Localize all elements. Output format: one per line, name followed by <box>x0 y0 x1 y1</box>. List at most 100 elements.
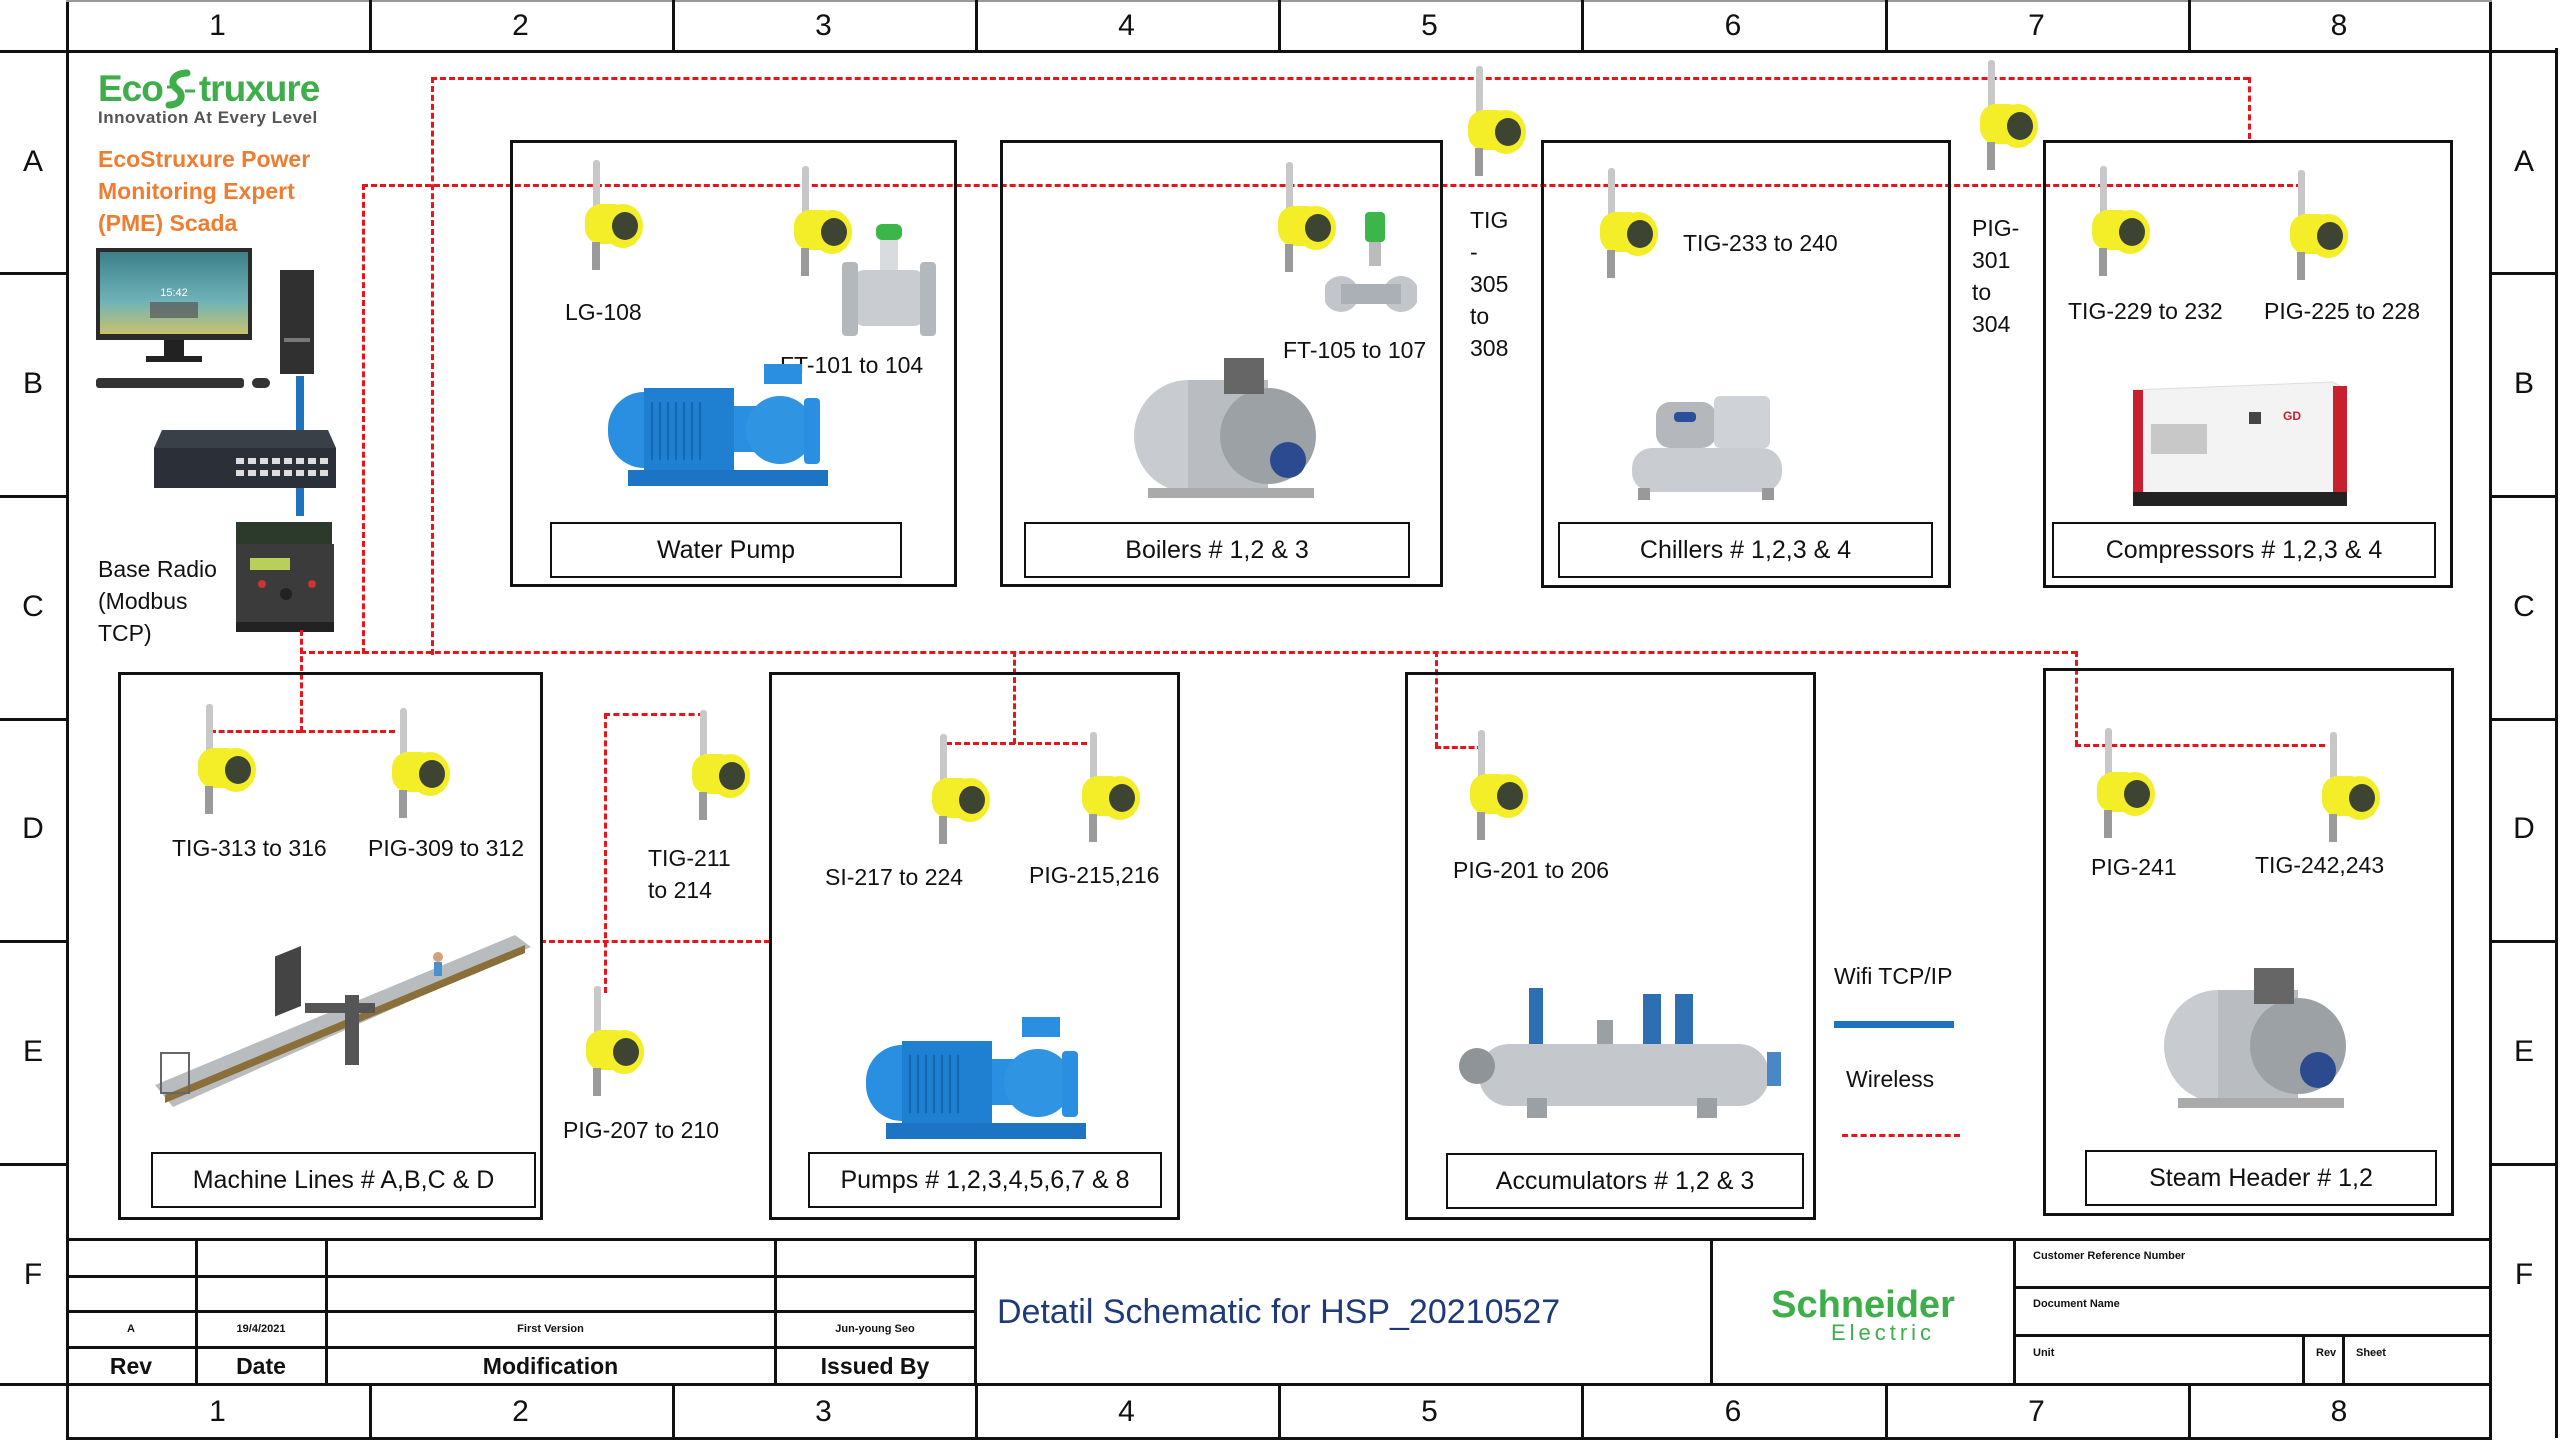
revision-issued-by: Jun-young Seo <box>835 1323 915 1335</box>
column-divider <box>672 1386 675 1438</box>
legend-wifi-line <box>1834 1021 1954 1028</box>
equipment-box-accumulators <box>1405 672 1816 1220</box>
frame-bottom-outer <box>66 1437 2492 1440</box>
legend-wireless-line <box>1842 1134 1960 1137</box>
wireless-transmitter-icon <box>586 986 644 1096</box>
equipment-box-boilers <box>1000 140 1443 587</box>
magnetic-flowmeter-icon <box>842 224 936 336</box>
scada-title-line-3: (PME) Scada <box>98 210 238 236</box>
column-label: 7 <box>2028 9 2045 42</box>
row-divider <box>0 495 66 498</box>
tig-305-line: TIG <box>1470 207 1509 233</box>
sensor-tag-tig-233: TIG-233 to 240 <box>1683 230 1838 256</box>
row-label: E <box>22 1034 43 1068</box>
header-date: Date <box>236 1352 286 1379</box>
wireless-line-tig211 <box>604 713 607 993</box>
field-rev: Rev <box>2316 1347 2337 1359</box>
frame-right-border <box>2489 0 2492 1440</box>
header-issued-by: Issued By <box>820 1352 930 1379</box>
row-label: E <box>2513 1034 2534 1068</box>
sensor-tag-tig-211: TIG-211 to 214 <box>648 842 731 906</box>
equipment-label-compressors: Compressors # 1,2,3 & 4 <box>2052 522 2436 578</box>
scada-title: EcoStruxure Power Monitoring Expert (PME… <box>98 143 310 239</box>
vortex-flowmeter-icon <box>1325 212 1417 312</box>
column-divider <box>369 1386 372 1438</box>
sensor-tag-pig-207: PIG-207 to 210 <box>563 1117 719 1143</box>
row-divider <box>2492 940 2556 943</box>
column-label: 4 <box>1118 9 1135 42</box>
column-label: 6 <box>1724 9 1742 42</box>
sensor-tag-tig-313: TIG-313 to 316 <box>172 835 327 861</box>
pig-301-line: 304 <box>1972 311 2011 337</box>
equipment-box-machine-lines <box>118 672 543 1220</box>
wireless-transmitter-icon <box>1468 66 1526 176</box>
column-label: 4 <box>1118 1395 1135 1428</box>
scada-title-line-2: Monitoring Expert <box>98 178 295 204</box>
sensor-tag-lg-108: LG-108 <box>565 299 642 325</box>
ethernet-link-pc-switch <box>296 376 304 431</box>
rev-row-line <box>66 1346 976 1349</box>
logo-schneider-text: Schneider <box>1771 1284 1955 1326</box>
header-rev: Rev <box>109 1352 153 1379</box>
wireless-transmitter-icon <box>2097 728 2155 838</box>
pump-icon <box>866 1017 1086 1139</box>
machine-line-icon <box>155 935 531 1107</box>
sensor-tag-ft-101: FT-101 to 104 <box>780 352 924 378</box>
row-label: F <box>2514 1257 2534 1291</box>
wireless-transmitter-icon <box>198 704 256 814</box>
column-divider <box>975 0 978 52</box>
column-label: 3 <box>815 1395 832 1428</box>
sensor-tag-tig-305: TIG - 305 to 308 <box>1470 204 1510 364</box>
sensor-tag-tig-242: TIG-242,243 <box>2255 852 2385 878</box>
air-compressor-icon: GD <box>2133 381 2347 506</box>
logo-truxure-text: truxure <box>198 68 320 109</box>
wireless-transmitter-icon <box>585 160 643 270</box>
row-label: B <box>2513 366 2534 400</box>
wireless-line-middle <box>300 651 2077 654</box>
field-customer-ref: Customer Reference Number <box>2033 1250 2186 1262</box>
wireless-transmitter-icon <box>692 710 750 820</box>
wireless-line-pig201 <box>1435 746 1483 749</box>
wireless-transmitter-icon <box>1980 60 2038 170</box>
column-label: 5 <box>1421 9 1438 42</box>
ecostruxure-logo: Eco truxure Innovation At Every Level <box>98 68 320 128</box>
row-divider <box>0 940 66 943</box>
row-divider <box>2492 272 2556 275</box>
column-label: 8 <box>2330 9 2348 42</box>
sensor-tag-pig-241: PIG-241 <box>2091 854 2177 880</box>
row-label: D <box>2513 812 2535 845</box>
sensor-tag-pig-215: PIG-215,216 <box>1029 862 1160 888</box>
frame-bottom-inner <box>0 1383 2492 1386</box>
wireless-line-pig309 <box>300 730 395 733</box>
field-row-line <box>2013 1286 2492 1289</box>
column-label: 7 <box>2028 1395 2045 1428</box>
wireless-line-radio-drop <box>300 630 303 732</box>
wireless-line-to-compressors <box>2248 77 2251 139</box>
wireless-line-left-outer <box>431 77 434 655</box>
frame-left-border <box>66 0 69 1440</box>
field-row-line <box>2013 1334 2492 1337</box>
rev-col-line <box>325 1238 328 1385</box>
sensor-tag-pig-225: PIG-225 to 228 <box>2264 298 2420 324</box>
column-label: 2 <box>512 1395 529 1428</box>
column-divider <box>369 0 372 52</box>
schneider-electric-logo: Schneider Electric <box>1713 1284 2013 1344</box>
field-col-line <box>2302 1334 2305 1384</box>
tig-305-line: 305 <box>1470 271 1509 297</box>
wireless-transmitter-icon <box>2322 732 2380 842</box>
column-label: 6 <box>1724 1395 1742 1428</box>
column-divider <box>1885 0 1888 52</box>
svg-text:GD: GD <box>2283 409 2301 423</box>
steam-header-boiler-icon <box>2164 968 2346 1108</box>
row-label: C <box>2513 589 2535 623</box>
column-divider <box>1885 1386 1888 1438</box>
equipment-label-steam-header: Steam Header # 1,2 <box>2085 1150 2437 1206</box>
column-divider <box>1278 0 1281 52</box>
equipment-box-water-pump <box>510 140 957 587</box>
column-label: 2 <box>512 9 529 42</box>
column-label: 1 <box>209 9 226 42</box>
wireless-line-left-inner <box>362 184 365 654</box>
tig-305-line: 308 <box>1470 335 1509 361</box>
pig-301-line: PIG- <box>1972 215 2020 241</box>
wireless-line-tig313 <box>210 730 302 733</box>
